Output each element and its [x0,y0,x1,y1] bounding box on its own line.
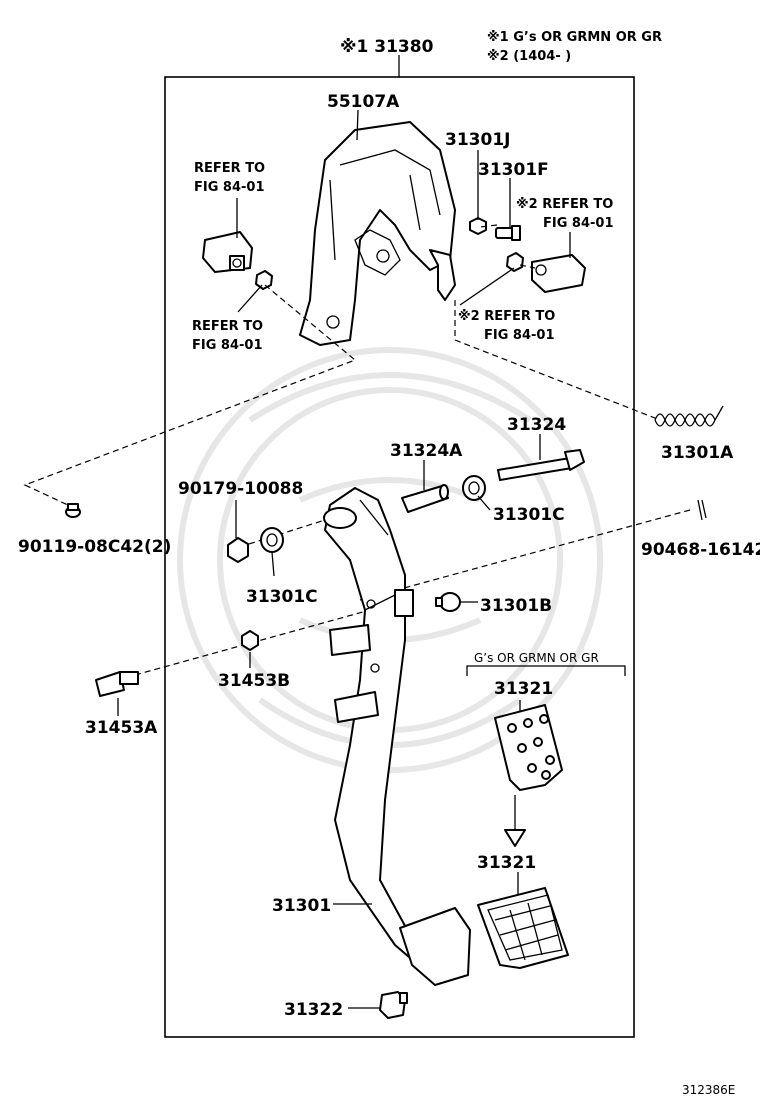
cushion-31301B-drawing [435,592,461,612]
ref-right-bottom-line1: ※2 REFER TO [458,309,555,324]
pedal-pad-drawing [399,907,471,986]
screw-90119-drawing [65,503,81,518]
note-2: ※2 (1404- ) [487,49,571,64]
switch-right-drawing [531,254,586,293]
label-31301B: 31301B [480,596,552,616]
ref-left-bottom-line2: FIG 84-01 [192,338,263,353]
label-31301J: 31301J [445,130,510,150]
bushing-31301C-right-drawing [462,475,486,501]
bushing-31301C-left-drawing [260,527,284,553]
label-31322: 31322 [284,1000,343,1020]
label-90119-08C42: 90119-08C42(2) [18,537,171,557]
nut-left-drawing [255,270,273,290]
collar-31324A-drawing [401,484,449,513]
nut-90179-drawing [227,537,249,563]
bolt-31453A-drawing [95,671,139,697]
pad-31321-top-drawing [494,704,563,791]
pad-31321-bottom-drawing [477,887,569,969]
label-31324: 31324 [507,415,566,435]
assembly-label: ※1 31380 [340,37,434,57]
label-31301C-left: 31301C [246,587,318,607]
label-31453B: 31453B [218,671,290,691]
dashed-leaders [23,224,691,676]
label-31321-bottom: 31321 [477,853,536,873]
ref-left-bottom-line1: REFER TO [192,319,263,334]
nut-right-drawing [506,252,524,272]
bolt-31301F-drawing [495,225,521,241]
stopper-31322-drawing [379,991,408,1019]
ref-left-top-line1: REFER TO [194,161,265,176]
label-90468-16142: 90468-16142 [641,540,760,560]
nut-31453B-drawing [241,630,259,651]
label-31301A: 31301A [661,443,734,463]
replace-arrow [504,795,526,847]
pad-variant-note: G’s OR GRMN OR GR [474,651,599,665]
pin-90468-drawing [697,499,707,521]
label-90179-10088: 90179-10088 [178,479,303,499]
label-31301: 31301 [272,896,331,916]
label-31324A: 31324A [390,441,463,461]
pedal-bracket-drawing [299,121,456,346]
bolt-31324-drawing [497,449,585,481]
note-1: ※1 G’s OR GRMN OR GR [487,30,662,45]
label-31321-top: 31321 [494,679,553,699]
label-31453A: 31453A [85,718,158,738]
ref-left-top-line2: FIG 84-01 [194,180,265,195]
switch-left-drawing [202,231,253,273]
pedal-arm-drawing [323,487,446,976]
ref-right-bottom-line2: FIG 84-01 [484,328,555,343]
pad-variant-bracket [466,665,626,676]
part-leader-lines [117,109,571,1009]
label-31301F: 31301F [478,160,549,180]
ref-right-top-line2: FIG 84-01 [543,216,614,231]
label-31301C-right: 31301C [493,505,565,525]
figure-code: 312386E [682,1083,735,1097]
spring-31301A-drawing [654,405,724,427]
label-55107A: 55107A [327,92,400,112]
ref-right-top-line1: ※2 REFER TO [516,197,613,212]
